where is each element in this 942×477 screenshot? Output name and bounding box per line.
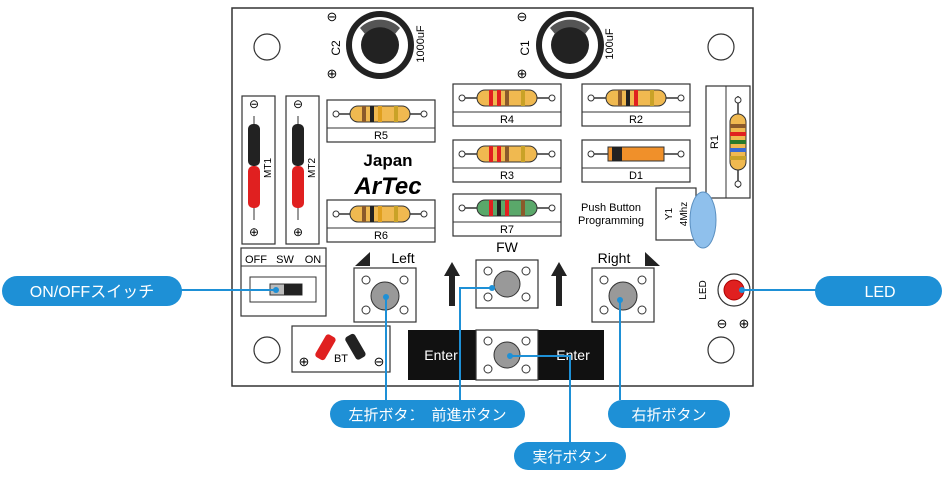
callout-led-text: LED — [864, 284, 895, 301]
r3-label: R3 — [500, 170, 514, 182]
resistor-r3: R3 — [452, 139, 562, 183]
r1-label: R1 — [709, 135, 721, 149]
callout-execute: 実行ボタン — [514, 442, 626, 470]
resistor-r4: R4 — [452, 83, 562, 127]
mt2-plus: ⊕ — [293, 225, 303, 239]
push-button-line1: Push Button — [581, 202, 641, 214]
mt1-minus: ⊖ — [249, 97, 259, 111]
enter-left-label: Enter — [424, 347, 458, 363]
right-label: Right — [598, 250, 631, 266]
push-button-line2: Programming — [578, 215, 644, 227]
bt-minus: ⊖ — [374, 354, 385, 369]
c1-plus: ⊕ — [517, 66, 528, 81]
battery-bt: ⊕ ⊖ BT — [291, 325, 391, 373]
r6-label: R6 — [374, 230, 388, 242]
r4-label: R4 — [500, 114, 514, 126]
callout-dots — [273, 285, 745, 359]
logo-line1: Japan — [363, 151, 412, 170]
power-switch[interactable]: OFF SW ON — [240, 247, 327, 317]
callout-led: LED — [815, 276, 942, 306]
callout-right-turn-text: 右折ボタン — [631, 407, 706, 424]
y1-label: Y1 — [664, 207, 675, 220]
motor-mt1: ⊖ ⊕ MT1 — [241, 95, 276, 245]
mt1-plus: ⊕ — [249, 225, 259, 239]
y1-value: 4Mhz — [679, 202, 690, 226]
callout-forward-text: 前進ボタン — [431, 407, 506, 424]
mt2-minus: ⊖ — [293, 97, 303, 111]
c2-label: C2 — [329, 40, 343, 56]
mt2-label: MT2 — [307, 158, 318, 178]
c1-minus: ⊖ — [517, 9, 528, 24]
callout-onoff: ON/OFFスイッチ — [2, 276, 182, 306]
c2-plus: ⊕ — [327, 66, 338, 81]
led-component: LED ⊖ ⊕ — [698, 273, 751, 331]
bt-plus: ⊕ — [299, 354, 310, 369]
enter-button[interactable]: Enter Enter — [408, 329, 604, 381]
r2-label: R2 — [629, 114, 643, 126]
resistor-r7: R7 — [452, 193, 562, 237]
r7-label: R7 — [500, 224, 514, 236]
led-plus: ⊕ — [739, 316, 750, 331]
resistor-r1: R1 — [705, 85, 751, 199]
forward-button[interactable]: FW — [475, 239, 539, 309]
motor-mt2: ⊖ ⊕ MT2 — [285, 95, 320, 245]
r5-label: R5 — [374, 130, 388, 142]
switch-sw-label: SW — [276, 254, 294, 266]
led-minus: ⊖ — [717, 316, 728, 331]
d1-label: D1 — [629, 170, 643, 182]
forward-arrows — [444, 262, 567, 306]
capacitor-c1: ⊖ ⊕ C1 100uF — [517, 9, 616, 81]
callout-left-turn-text: 左折ボタン — [348, 407, 423, 424]
c1-label: C1 — [518, 40, 532, 56]
switch-off-label: OFF — [245, 254, 267, 266]
logo-line2: ArTec — [353, 173, 421, 200]
enter-right-label: Enter — [556, 347, 590, 363]
callout-right-turn: 右折ボタン — [608, 400, 730, 428]
callout-onoff-text: ON/OFFスイッチ — [30, 284, 154, 301]
left-label: Left — [391, 250, 414, 266]
resistor-r2: R2 — [581, 83, 691, 127]
callout-execute-text: 実行ボタン — [532, 449, 607, 466]
capacitor-c2: ⊖ ⊕ C2 1000uF — [327, 9, 427, 81]
bt-label: BT — [334, 353, 348, 365]
japan-artec-logo: Japan ArTec — [353, 151, 421, 200]
c2-minus: ⊖ — [327, 9, 338, 24]
fw-label: FW — [496, 239, 519, 255]
resistor-r5: R5 — [326, 99, 436, 143]
right-button[interactable]: Right — [591, 250, 660, 323]
mounting-holes — [253, 33, 735, 364]
callout-forward: 前進ボタン — [413, 400, 525, 428]
diode-d1: D1 — [581, 139, 691, 183]
switch-on-label: ON — [305, 254, 322, 266]
led-board-label: LED — [698, 280, 709, 299]
resistor-r6: R6 — [326, 199, 436, 243]
crystal-y1: Y1 4Mhz — [655, 187, 717, 249]
callout-lines — [180, 287, 820, 445]
callout-left-turn: 左折ボタン — [330, 400, 442, 428]
c2-value: 1000uF — [415, 25, 427, 63]
c1-value: 100uF — [604, 28, 616, 59]
mt1-label: MT1 — [263, 158, 274, 178]
